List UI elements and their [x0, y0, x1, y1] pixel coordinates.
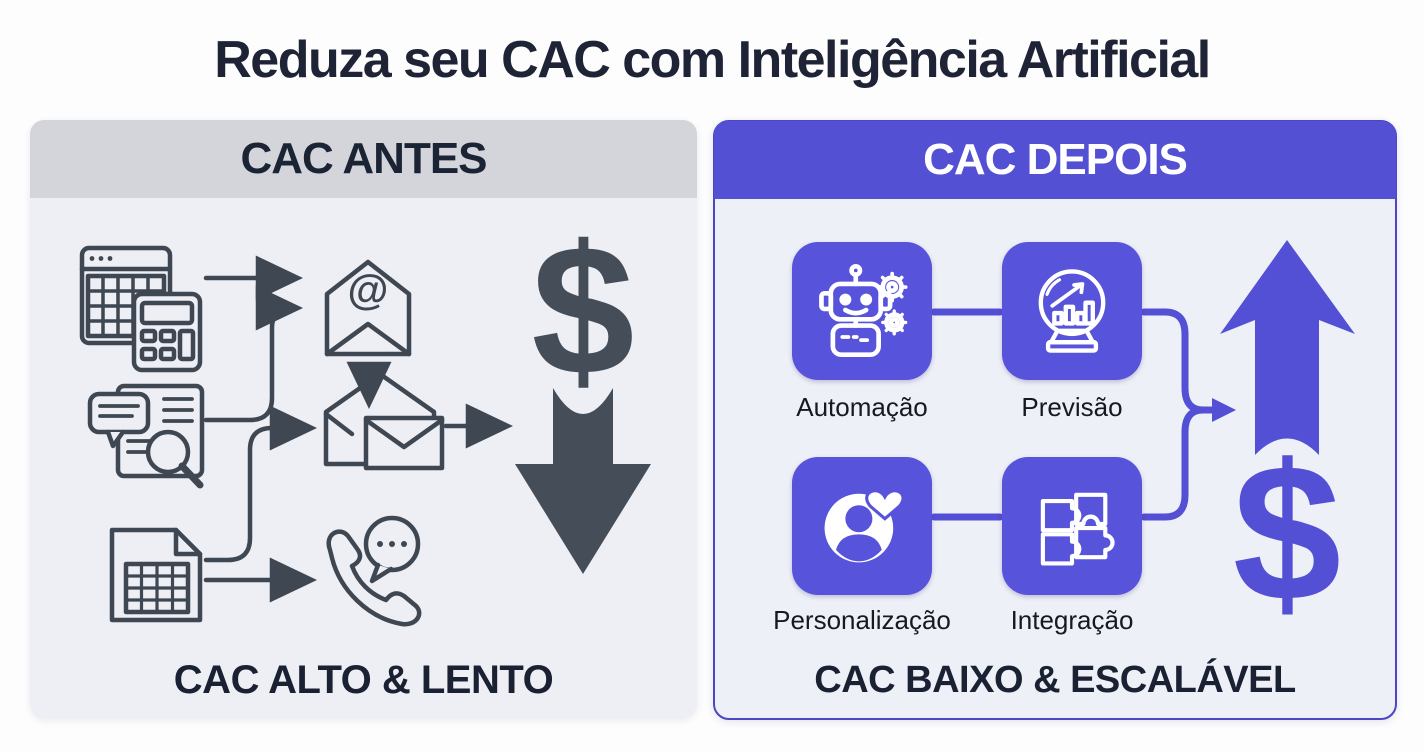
spreadsheet-calculator-icon: [79, 245, 203, 373]
panel-depois-header: CAC DEPOIS: [714, 121, 1396, 199]
envelopes-icon: [323, 371, 445, 471]
tile-previsao: [1002, 242, 1142, 380]
tile-label-previsao: Previsão: [1021, 392, 1123, 422]
robot-gears-icon: [819, 263, 908, 358]
tile-integracao: [1002, 457, 1142, 595]
puzzle-pieces-icon: [1040, 492, 1115, 566]
panel-antes-header: CAC ANTES: [30, 120, 697, 198]
spreadsheet-file-icon: [109, 527, 203, 623]
email-at-icon: @: [324, 259, 412, 357]
person-heart-icon: [824, 489, 905, 563]
antes-dollar: $: [532, 208, 635, 414]
antes-flow-diagram: @: [79, 208, 651, 627]
depois-dollar: $: [1233, 424, 1341, 642]
tile-personalizacao: [792, 457, 932, 595]
tile-label-personalizacao: Personalização: [773, 605, 951, 635]
tile-label-integracao: Integração: [1010, 605, 1134, 635]
antes-caption: CAC ALTO & LENTO: [173, 658, 554, 702]
phone-chat-icon: [326, 515, 422, 627]
dollar-down-arrow-icon: $: [515, 208, 651, 574]
document-search-icon: [87, 383, 205, 489]
crystal-ball-chart-icon: [1038, 269, 1106, 353]
merge-arrowhead: [1212, 398, 1236, 422]
tile-automacao: [792, 242, 932, 380]
tile-label-automacao: Automação: [796, 392, 928, 422]
panel-cac-depois: CAC DEPOIS $: [713, 120, 1397, 720]
antes-flow-arrows: [203, 255, 513, 603]
page-title: Reduza seu CAC com Inteligência Artifici…: [214, 31, 1211, 89]
depois-caption: CAC BAIXO & ESCALÁVEL: [814, 659, 1296, 701]
panel-cac-antes: CAC ANTES: [30, 120, 697, 719]
dollar-up-arrow-icon: $: [1220, 240, 1355, 642]
svg-text:@: @: [348, 266, 389, 313]
